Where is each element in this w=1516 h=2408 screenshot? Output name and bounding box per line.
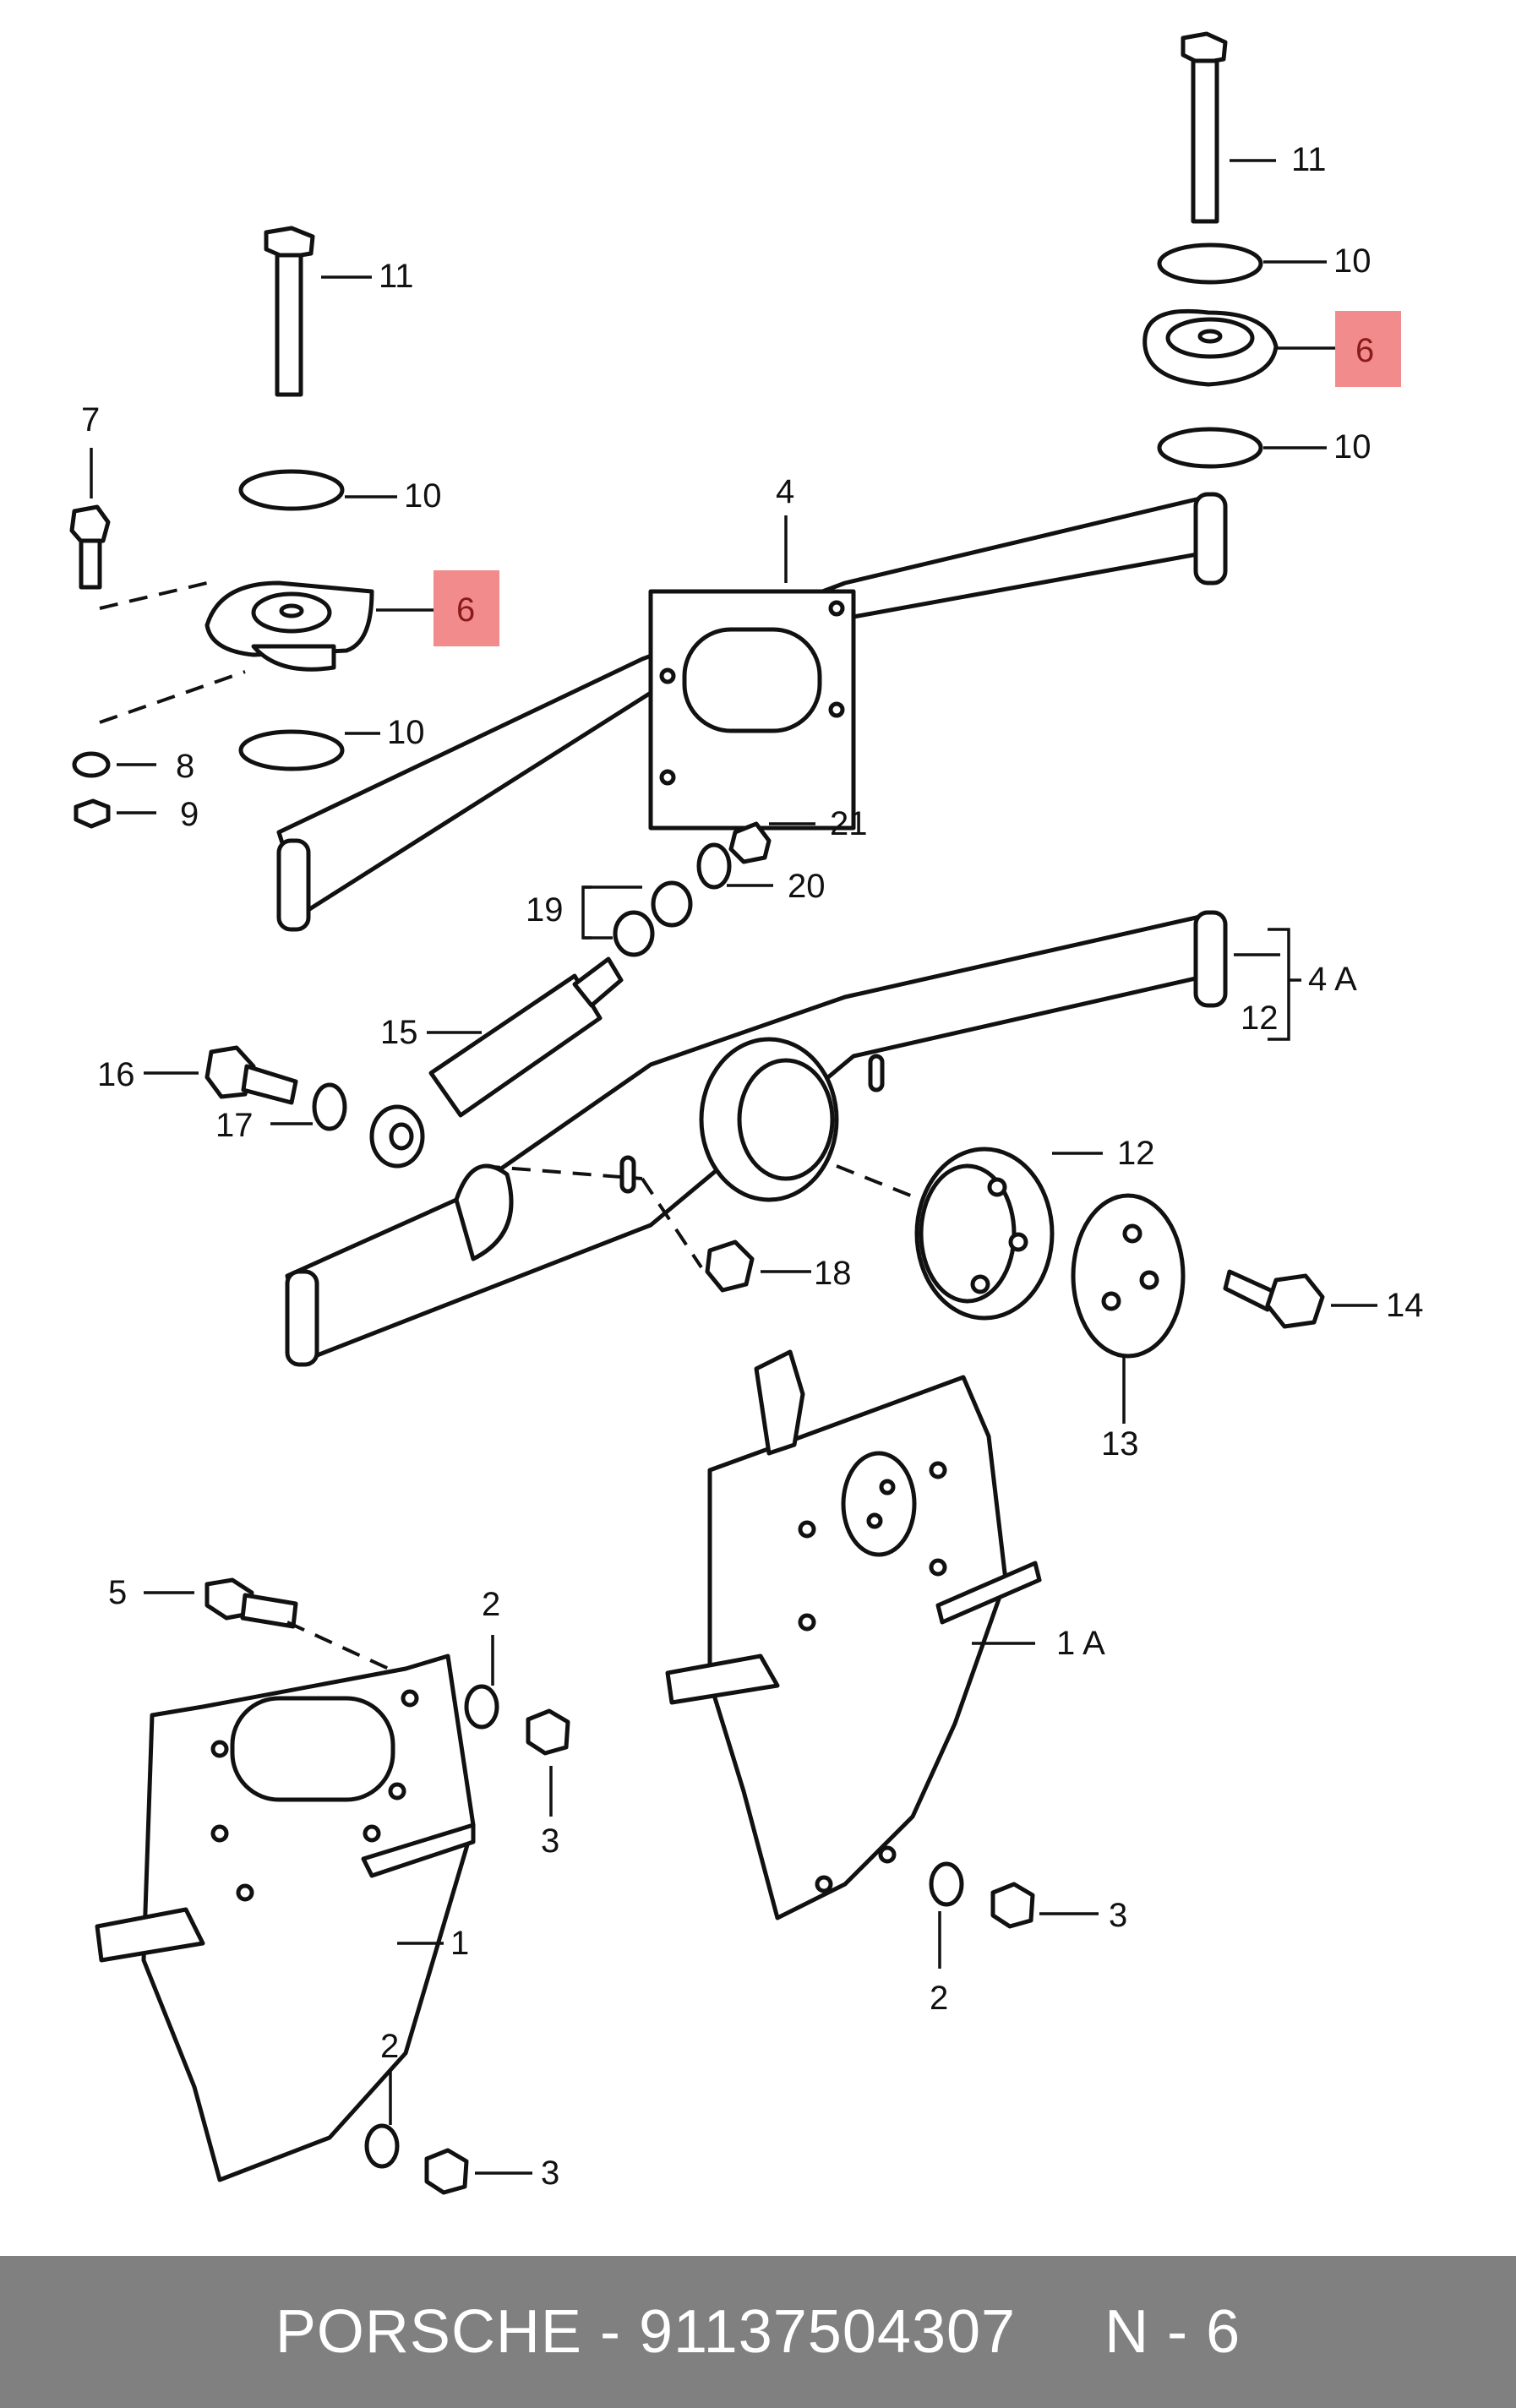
shock-absorber-15 — [369, 956, 624, 1169]
nut-3-b — [990, 1882, 1035, 1929]
disc-13 — [1071, 1193, 1186, 1359]
label-4a: 4 A — [1308, 961, 1357, 998]
label-9: 9 — [180, 796, 199, 833]
label-6-left: 6 — [456, 591, 475, 629]
label-4: 4 — [776, 473, 794, 510]
cross-member-upper — [276, 492, 1228, 932]
label-18: 18 — [814, 1255, 852, 1292]
label-2-c: 2 — [380, 2028, 399, 2065]
label-8: 8 — [176, 748, 194, 785]
label-15: 15 — [380, 1014, 418, 1051]
bolt-5 — [204, 1577, 298, 1629]
leader-lines — [90, 159, 1377, 2175]
label-16: 16 — [97, 1056, 135, 1093]
bushing-19 — [613, 821, 772, 957]
washer-2-b — [929, 1861, 964, 1907]
bolt-16 — [204, 1045, 298, 1105]
label-10-right-bottom: 10 — [1333, 428, 1371, 466]
bolt-11-left — [264, 226, 315, 397]
label-11-left: 11 — [379, 258, 414, 295]
label-10-left-top: 10 — [404, 477, 442, 515]
washer-10-left-bottom — [238, 729, 345, 771]
washer-10-left-top — [238, 469, 345, 511]
label-1a: 1 A — [1056, 1625, 1105, 1662]
rubber-mount-12 — [914, 1147, 1055, 1321]
label-12: 12 — [1117, 1135, 1155, 1172]
nut-18 — [705, 1239, 755, 1293]
mount-6-right — [1142, 308, 1279, 387]
label-20: 20 — [788, 868, 826, 905]
label-14: 14 — [1386, 1287, 1424, 1324]
bolt-7 — [69, 504, 111, 590]
nut-3-c — [424, 2148, 469, 2195]
nut-3-a — [526, 1708, 570, 1756]
label-2-b: 2 — [930, 1980, 948, 2017]
washer-17 — [312, 1082, 347, 1131]
label-12-right: 12 — [1241, 1000, 1279, 1037]
bracket-1a — [665, 1349, 1042, 1920]
label-17: 17 — [215, 1107, 254, 1144]
bolt-11-right — [1181, 31, 1228, 224]
label-10-right-top: 10 — [1333, 242, 1371, 280]
label-3-b: 3 — [1109, 1897, 1127, 1934]
label-19: 19 — [526, 891, 564, 929]
washer-8 — [72, 751, 111, 778]
footer-bar: PORSCHE - 91137504307 N - 6 — [0, 2256, 1516, 2408]
bracket-1 — [95, 1653, 476, 2182]
cross-member-lower — [285, 910, 1228, 1367]
label-21: 21 — [830, 805, 868, 842]
highlight-box-left — [434, 570, 499, 646]
washer-10-right-top — [1157, 242, 1263, 285]
nut-9 — [74, 798, 111, 829]
label-6-right: 6 — [1355, 332, 1374, 369]
highlight-box-right — [1335, 311, 1401, 387]
label-3-a: 3 — [541, 1822, 559, 1860]
label-3-c: 3 — [541, 2155, 559, 2192]
bolt-14 — [1223, 1269, 1325, 1329]
washer-2-a — [464, 1684, 499, 1730]
label-11-right: 11 — [1291, 141, 1327, 178]
washer-2-c — [364, 2123, 400, 2169]
label-7: 7 — [81, 401, 100, 439]
washer-10-right-bottom — [1157, 427, 1263, 469]
label-1: 1 — [450, 1925, 469, 1962]
footer-part-number: PORSCHE - 91137504307 N - 6 — [275, 2298, 1241, 2366]
label-13: 13 — [1101, 1425, 1139, 1463]
label-2-a: 2 — [482, 1586, 500, 1623]
label-10-left-bottom: 10 — [387, 714, 425, 751]
parts-diagram: 11 10 6 10 7 8 9 11 10 6 10 4 21 20 19 4… — [69, 31, 1424, 2195]
mount-6-left — [204, 580, 374, 672]
label-5: 5 — [108, 1574, 127, 1611]
